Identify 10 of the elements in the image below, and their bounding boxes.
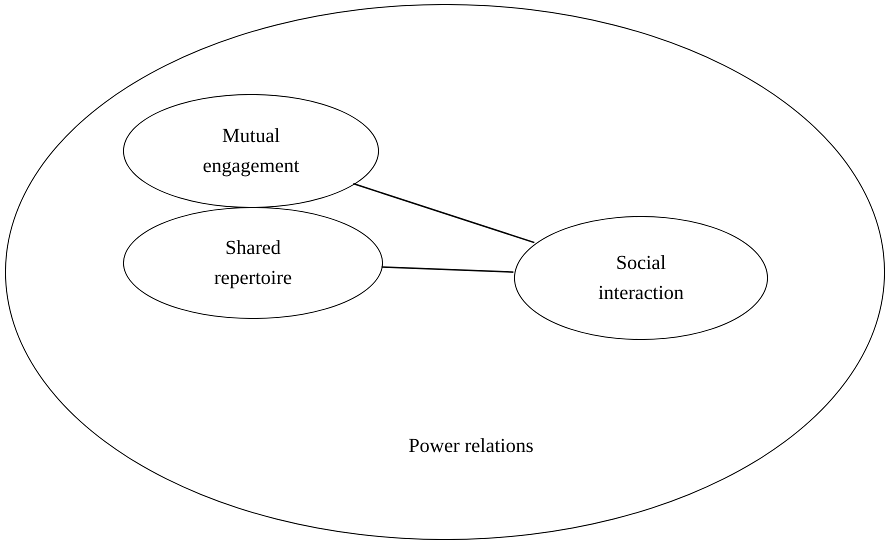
node-label: Mutual engagement (202, 124, 300, 179)
ellipse-node (123, 94, 379, 208)
connector-line (353, 182, 535, 244)
ellipse-node (514, 216, 768, 340)
ellipse-node (5, 4, 885, 540)
node-label: Shared repertoire (213, 236, 293, 291)
node-label: Social interaction (597, 251, 685, 306)
ellipse-node (123, 207, 383, 319)
node-label: Power relations (408, 434, 534, 459)
connector-line (381, 266, 514, 273)
